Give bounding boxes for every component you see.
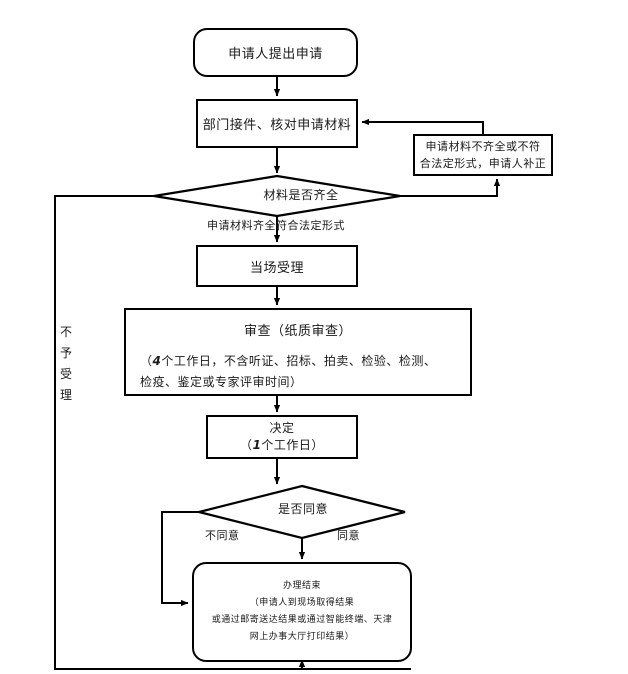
node-review-body: （4个工作日，不含听证、招标、拍卖、检验、检测、 检疫、鉴定或专家评审时间）: [134, 351, 462, 393]
node-review[interactable]: 审查（纸质审查） （4个工作日，不含听证、招标、拍卖、检验、检测、 检疫、鉴定或…: [124, 308, 472, 396]
node-end-line4: 网上办事大厅打印结果）: [249, 632, 355, 642]
node-supplement-line2: 合法定形式，申请人补正: [419, 157, 547, 170]
node-decision-line1: 决定: [269, 421, 295, 435]
reject-char-4: 理: [59, 388, 72, 402]
edge-label-disagree: 不同意: [205, 529, 240, 542]
node-end-line1: 办理结束: [282, 581, 321, 591]
node-accept-label: 当场受理: [249, 260, 304, 276]
node-review-body-line1: 个工作日，不含听证、招标、拍卖、检验、检测、: [161, 354, 437, 368]
node-start-label: 申请人提出申请: [228, 47, 323, 62]
node-review-days: 4: [152, 354, 162, 368]
node-review-title: 审查（纸质审查）: [243, 324, 352, 339]
edge-materials-reject-left: [54, 195, 411, 670]
edge-supplement-to-receive: [361, 118, 484, 134]
edge-disagree-to-end: [161, 511, 199, 607]
reject-char-1: 不: [59, 325, 72, 339]
reject-char-3: 受: [59, 367, 72, 381]
node-end-line3: 或通过邮寄送达结果或通过智能终端、天津: [211, 615, 393, 625]
reject-char-2: 予: [59, 346, 72, 360]
node-end-line2: （申请人到现场取得结果: [249, 598, 355, 608]
node-materials-decision-label: 材料是否齐全: [263, 188, 339, 202]
node-decision-prefix: （: [240, 438, 253, 452]
node-decision[interactable]: 决定 （1个工作日）: [206, 415, 358, 459]
node-end[interactable]: 办理结束 （申请人到现场取得结果 或通过邮寄送达结果或通过智能终端、天津 网上办…: [192, 562, 412, 662]
node-decision-line2: （1个工作日）: [240, 437, 324, 454]
node-supplement-line1: 申请材料不齐全或不符: [425, 140, 541, 153]
node-supplement-notice[interactable]: 申请材料不齐全或不符 合法定形式，申请人补正: [413, 134, 553, 176]
node-review-body-prefix: （: [140, 354, 153, 368]
node-decision-days: 1: [252, 438, 262, 452]
node-decision-suffix: 个工作日）: [261, 438, 324, 452]
edge-label-agree: 同意: [337, 529, 360, 542]
node-review-body-line2: 检疫、鉴定或专家评审时间）: [140, 375, 303, 389]
edge-label-materials-complete: 申请材料齐全符合法定形式: [207, 219, 345, 232]
node-start[interactable]: 申请人提出申请: [193, 28, 358, 77]
edge-label-reject-vertical: 不 予 受 理: [58, 322, 74, 406]
node-receive-materials[interactable]: 部门接件、核对申请材料: [196, 99, 358, 148]
node-receive-label: 部门接件、核对申请材料: [202, 118, 352, 133]
node-agree-decision-label: 是否同意: [277, 502, 328, 516]
edge-materials-no-to-supplement: [400, 178, 501, 197]
node-accept-onsite[interactable]: 当场受理: [196, 245, 358, 287]
